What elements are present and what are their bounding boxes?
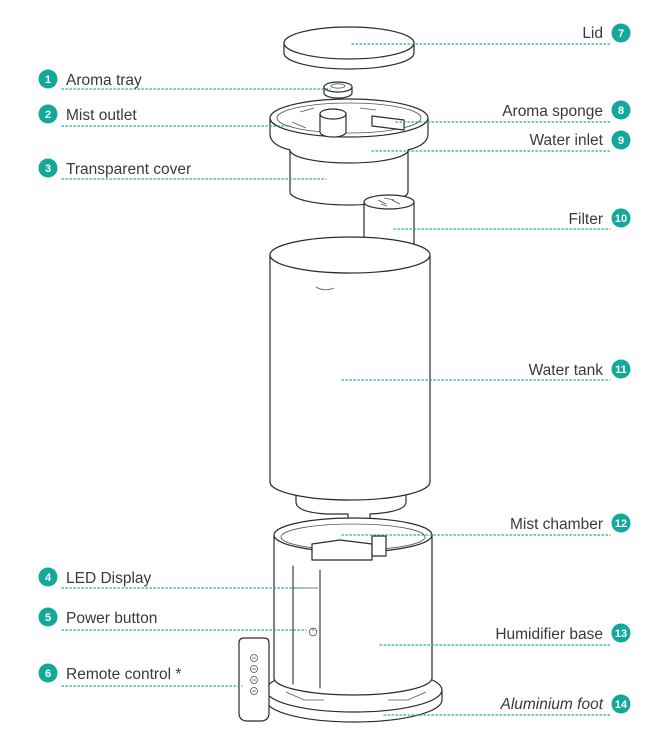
callout-badge <box>611 130 631 150</box>
callout-badge <box>38 158 58 178</box>
callout-number: 14 <box>615 699 628 711</box>
lid-drawing <box>283 26 415 70</box>
leader-lines <box>61 43 611 716</box>
callout-water-tank: Water tank 11 <box>529 359 631 379</box>
transparent-cover-drawing <box>269 98 429 206</box>
callout-badge <box>611 100 631 120</box>
callout-led-display: 4 LED Display <box>38 567 152 587</box>
callout-label: Lid <box>582 25 603 42</box>
callout-label: Water tank <box>529 362 604 379</box>
callout-filter: Filter 10 <box>569 208 631 228</box>
callout-number: 9 <box>618 135 624 147</box>
callout-power-button: 5 Power button <box>38 607 157 627</box>
callout-number: 8 <box>618 105 624 117</box>
callout-label: Humidifier base <box>495 626 603 643</box>
callout-number: 6 <box>45 668 51 680</box>
humidifier-base-drawing <box>273 517 433 696</box>
callout-mist-outlet: 2 Mist outlet <box>38 104 137 124</box>
callout-label: Mist outlet <box>66 107 137 124</box>
callout-number: 12 <box>615 518 627 530</box>
callout-mist-chamber: Mist chamber 12 <box>510 513 631 533</box>
callout-label: Remote control * <box>66 666 181 683</box>
callout-badge <box>38 663 58 683</box>
callout-number: 2 <box>45 109 51 121</box>
callout-number: 5 <box>45 612 51 624</box>
callout-badge <box>611 694 631 714</box>
remote-control-drawing <box>238 637 270 722</box>
aroma-tray-drawing <box>323 81 353 99</box>
callout-badge <box>611 359 631 379</box>
callout-number: 11 <box>615 364 627 376</box>
callout-label: Aroma sponge <box>502 103 603 120</box>
callout-number: 13 <box>615 628 627 640</box>
callout-badge <box>611 23 631 43</box>
callout-badge <box>38 104 58 124</box>
callout-label: Aluminium foot <box>499 696 603 713</box>
water-tank-drawing <box>269 236 431 521</box>
callout-lid: Lid 7 <box>582 23 631 43</box>
callout-humidifier-base: Humidifier base 13 <box>495 623 631 643</box>
callout-badge <box>38 69 58 89</box>
callout-aroma-sponge: Aroma sponge 8 <box>502 100 631 120</box>
callout-transparent-cover: 3 Transparent cover <box>38 158 191 178</box>
callout-badge <box>38 567 58 587</box>
callout-number: 1 <box>45 74 51 86</box>
callout-label: LED Display <box>66 570 152 587</box>
callout-label: Water inlet <box>529 132 603 149</box>
callout-label: Power button <box>66 610 157 627</box>
callout-label: Filter <box>569 211 603 228</box>
callout-aroma-tray: 1 Aroma tray <box>38 69 142 89</box>
callout-number: 10 <box>615 213 627 225</box>
callout-number: 7 <box>618 28 624 40</box>
callout-badge <box>611 208 631 228</box>
callout-number: 4 <box>45 572 52 584</box>
callout-remote-control: 6 Remote control * <box>38 663 181 683</box>
callout-badge <box>38 607 58 627</box>
callout-badge <box>611 623 631 643</box>
callout-badge <box>611 513 631 533</box>
callout-number: 3 <box>45 163 51 175</box>
callout-label: Transparent cover <box>66 161 191 178</box>
callout-label: Mist chamber <box>510 516 603 533</box>
callout-water-inlet: Water inlet 9 <box>529 130 631 150</box>
callout-aluminium-foot: Aluminium foot 14 <box>499 694 631 714</box>
callout-label: Aroma tray <box>66 72 142 89</box>
